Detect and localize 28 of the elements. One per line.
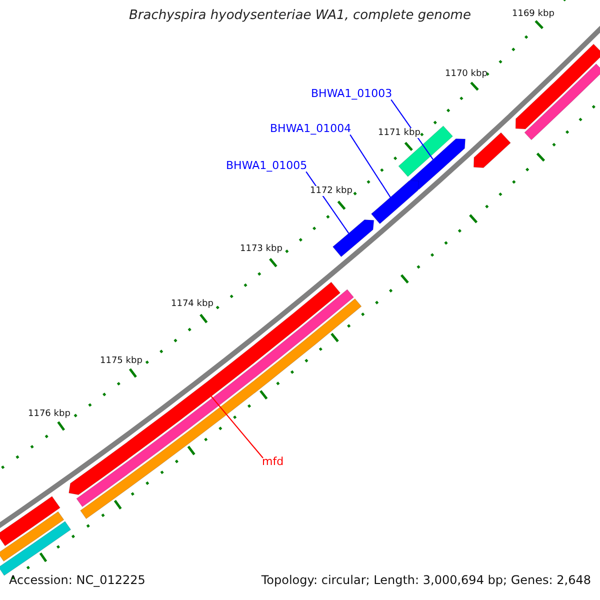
scale-label: 1176 kbp	[28, 409, 70, 420]
gene-feature	[0, 496, 60, 546]
gene-label: mfd	[262, 456, 284, 469]
scale-label: 1175 kbp	[100, 356, 142, 366]
scale-label: 1174 kbp	[171, 299, 214, 310]
gene-label: BHWA1_01005	[226, 160, 308, 173]
gene-feature	[398, 126, 453, 177]
gene-feature	[0, 521, 72, 576]
gene-feature	[410, 138, 466, 190]
gene-feature	[515, 44, 600, 130]
leader-line	[210, 396, 264, 458]
title: Brachyspira hyodysenteriae WA1, complete genome	[129, 8, 471, 23]
gene-feature	[371, 180, 420, 224]
footer-text: Topology: circular; Length: 3,000,694 bp; Genes: 2,648	[261, 574, 591, 588]
scale-label: 1173 kbp	[240, 244, 282, 254]
gene-label: BHWA1_01003	[311, 88, 392, 101]
leader-line	[350, 134, 391, 198]
scale-label: 1171 kbp	[378, 128, 420, 138]
gene-feature	[0, 511, 64, 562]
gene-label: BHWA1_01004	[270, 123, 352, 136]
scale-label: 1170 kbp	[445, 69, 488, 80]
gene-feature	[473, 132, 511, 168]
gene-feature	[68, 282, 340, 496]
gene-feature	[524, 64, 600, 140]
footer-text: Accession: NC_012225	[9, 574, 146, 588]
scale-label: 1169 kbp	[512, 9, 554, 20]
scale-label: 1172 kbp	[310, 186, 352, 196]
gene-feature	[332, 219, 374, 258]
